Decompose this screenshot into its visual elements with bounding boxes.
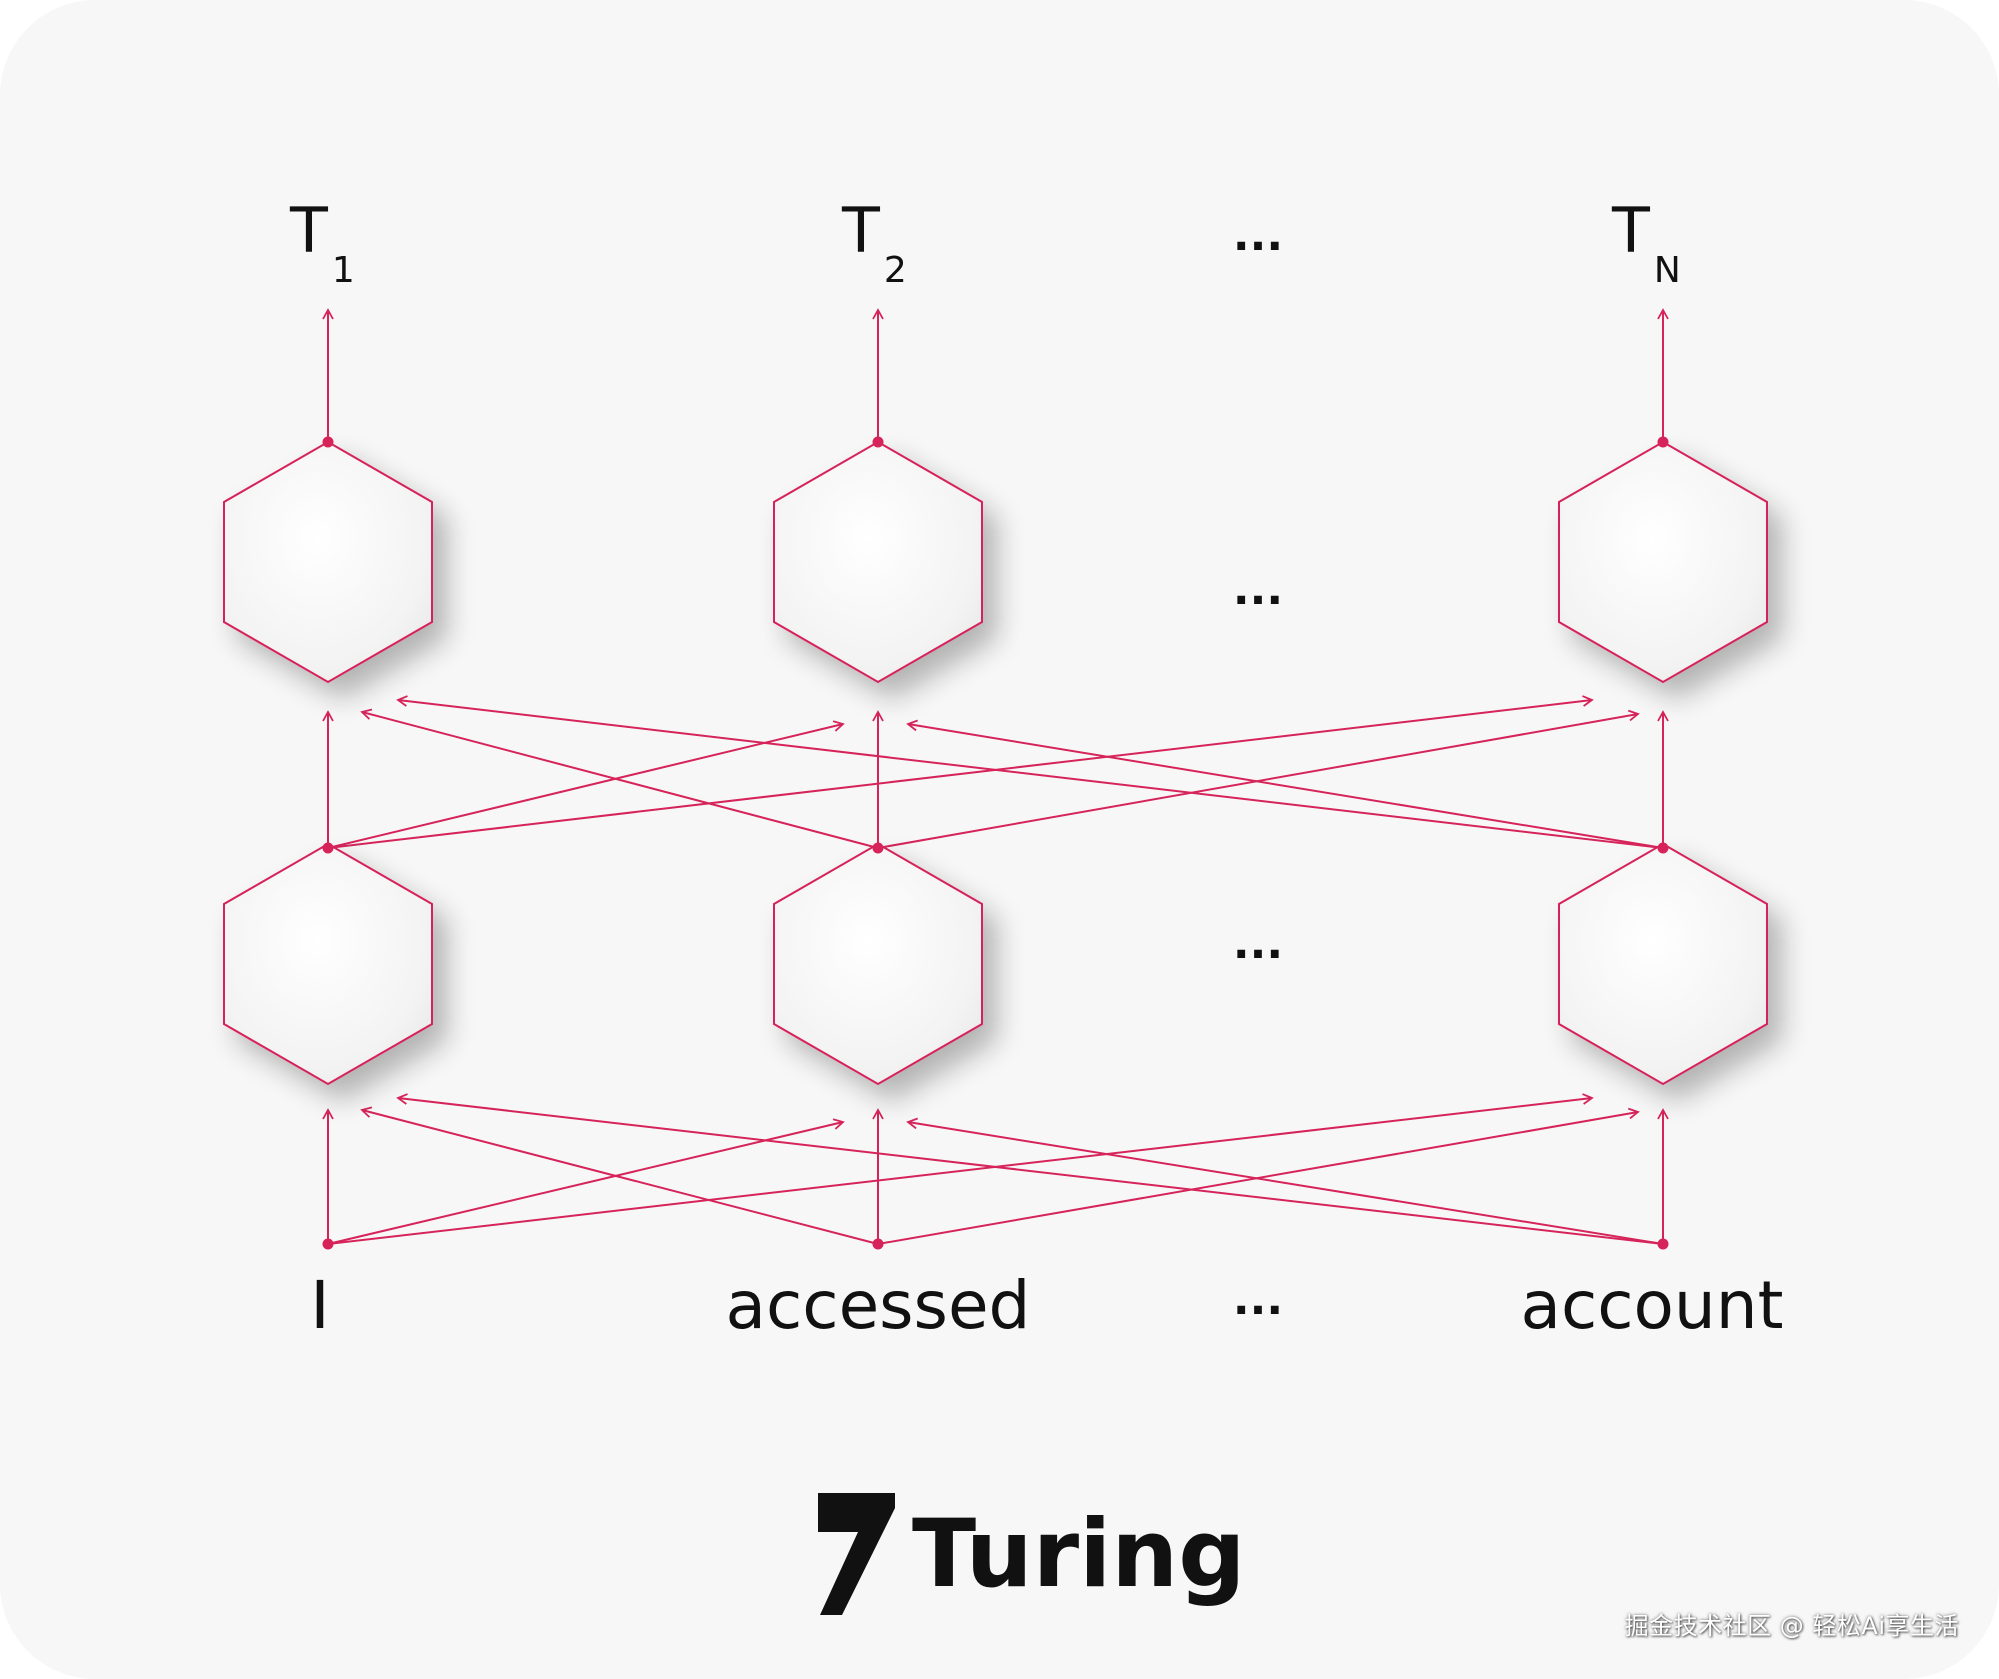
hex-top-2 (773, 440, 983, 684)
input-label-account: account (1521, 1267, 1784, 1344)
attention-connections (322, 308, 1669, 1245)
hidden-layer-arrow-1-to-0 (360, 708, 879, 849)
input-labels: I accessed account (310, 1267, 1783, 1344)
ellipsis-layer-top: ... (1233, 564, 1283, 615)
output-dot-1 (872, 436, 884, 448)
ellipsis-outputs: ... (1233, 210, 1283, 261)
hidden-dot-2 (1657, 842, 1669, 854)
hidden-layer-arrow-0-to-2 (327, 695, 1594, 849)
turing-logo-text: Turing (912, 1500, 1246, 1609)
input-layer-arrow-1-to-0 (360, 1106, 879, 1245)
output-label-t1: T1 (289, 194, 355, 291)
transformer-nodes (223, 440, 1768, 1086)
hex-bottom-1 (223, 842, 433, 1086)
output-label-t2: T2 (841, 194, 907, 291)
input-dot-1 (872, 1238, 884, 1250)
turing-logo-icon (818, 1493, 895, 1615)
hex-top-1 (223, 440, 433, 684)
ellipsis-markers: ... ... ... ... (1233, 210, 1283, 1325)
input-label-i: I (310, 1267, 329, 1344)
input-dot-0 (322, 1238, 334, 1250)
input-layer-arrow-2-to-0 (396, 1093, 1664, 1245)
turing-logo: Turing (818, 1493, 1246, 1615)
input-layer-arrow-0-to-1 (327, 1118, 845, 1245)
output-label-tn: TN (1611, 194, 1681, 291)
hidden-dot-0 (322, 842, 334, 854)
input-layer-arrow-2-to-1 (906, 1117, 1664, 1245)
watermark-text: 掘金技术社区 @ 轻松Ai享生活 (1624, 1612, 1959, 1640)
hex-bottom-2 (773, 842, 983, 1086)
hidden-layer-arrow-0-to-1 (327, 720, 845, 849)
ellipsis-inputs: ... (1233, 1274, 1283, 1325)
hidden-dot-1 (872, 842, 884, 854)
output-labels: T1 T2 TN (289, 194, 1681, 291)
hidden-layer-arrow-2-to-1 (906, 719, 1664, 849)
input-label-accessed: accessed (726, 1267, 1031, 1344)
input-layer-arrow-0-to-2 (327, 1093, 1594, 1245)
input-dot-2 (1657, 1238, 1669, 1250)
hex-top-n (1558, 440, 1768, 684)
hidden-layer-arrow-2-to-0 (396, 695, 1664, 849)
output-dot-2 (1657, 436, 1669, 448)
hex-bottom-n (1558, 842, 1768, 1086)
ellipsis-layer-bottom: ... (1233, 918, 1283, 969)
output-dot-0 (322, 436, 334, 448)
connection-dots (322, 436, 1669, 1250)
